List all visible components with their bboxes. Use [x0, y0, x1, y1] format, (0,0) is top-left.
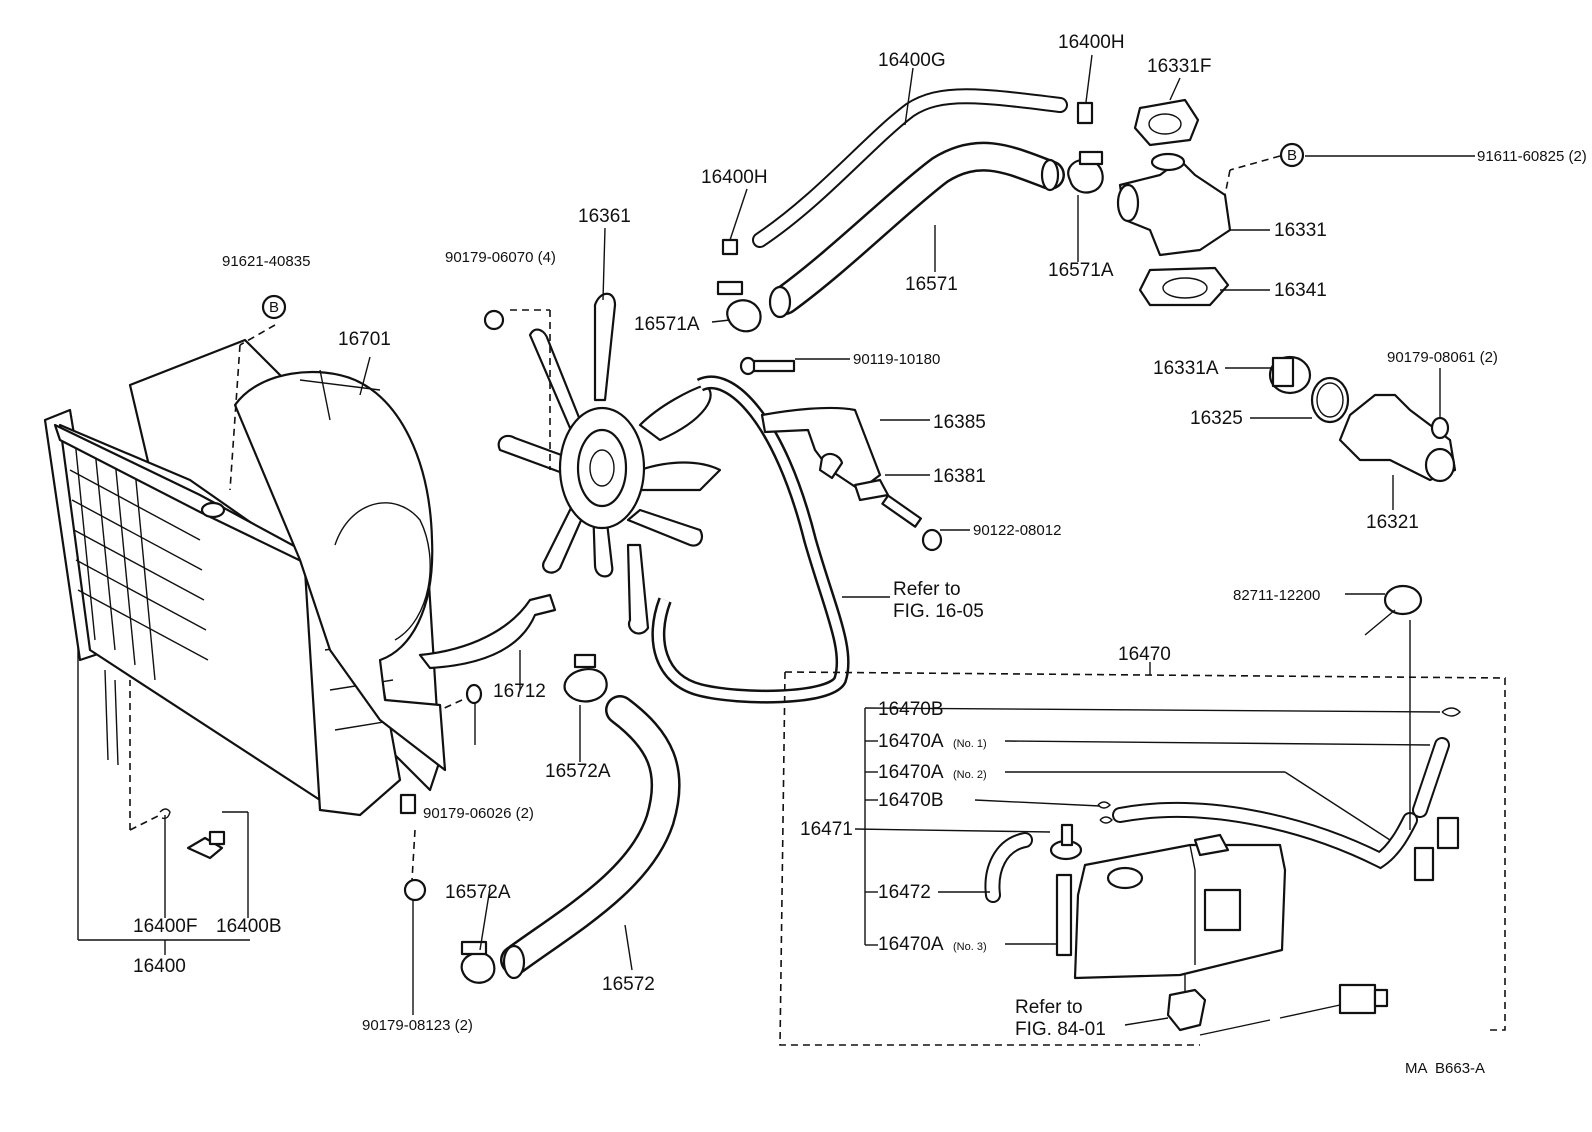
- label-no2: (No. 2): [953, 769, 987, 781]
- label-90179-06026: 90179-06026 (2): [423, 805, 534, 822]
- label-82711-12200: 82711-12200: [1233, 587, 1320, 604]
- label-16712: 16712: [493, 681, 546, 702]
- label-16341: 16341: [1274, 280, 1327, 301]
- bolt-90119-drawing: [739, 356, 796, 376]
- shroud-lower-drawing: [418, 593, 557, 670]
- label-90179-08123: 90179-08123 (2): [362, 1017, 473, 1034]
- label-91621-40835: 91621-40835: [222, 253, 310, 270]
- fan-shroud-drawing: [233, 369, 447, 772]
- label-16400F: 16400F: [133, 916, 197, 937]
- ref-b-circle-top: [1279, 142, 1305, 168]
- label-90119-10180: 90119-10180: [853, 351, 940, 368]
- nut-90179-06070-drawing: [483, 309, 505, 331]
- label-16321: 16321: [1366, 512, 1419, 533]
- label-refer-to-2: Refer to: [1015, 997, 1083, 1018]
- label-90122-08012: 90122-08012: [973, 522, 1061, 539]
- label-90179-08061: 90179-08061 (2): [1387, 349, 1498, 366]
- lower-hose-drawing: [460, 653, 681, 984]
- label-16572A-top: 16572A: [545, 761, 611, 782]
- label-16400H-left: 16400H: [701, 167, 768, 188]
- label-16572: 16572: [602, 974, 655, 995]
- label-no1: (No. 1): [953, 738, 987, 750]
- bracket-drawing: [760, 406, 943, 552]
- label-ref-b-left: B: [269, 299, 279, 316]
- label-90179-06070: 90179-06070 (4): [445, 249, 556, 266]
- nut-90179-08123-drawing: [403, 878, 427, 902]
- label-16331F: 16331F: [1147, 56, 1211, 77]
- label-16571A-left: 16571A: [634, 314, 700, 335]
- part-labels: 16400G 16400H 16331F B 91611-60825 (2) 1…: [133, 32, 1587, 1077]
- label-16470A-no3: 16470A: [878, 934, 944, 955]
- label-16472: 16472: [878, 882, 931, 903]
- label-16400G: 16400G: [878, 50, 946, 71]
- label-16400B: 16400B: [216, 916, 282, 937]
- upper-hoses-drawing: [716, 88, 1104, 333]
- label-16571A-right: 16571A: [1048, 260, 1114, 281]
- label-16470B-1: 16470B: [878, 699, 944, 720]
- label-16400H-top: 16400H: [1058, 32, 1125, 53]
- label-16701: 16701: [338, 329, 391, 350]
- label-fig-16-05: FIG. 16-05: [893, 601, 984, 622]
- label-refer-to-1: Refer to: [893, 579, 961, 600]
- label-16331: 16331: [1274, 220, 1327, 241]
- fan-drawing: [497, 292, 722, 635]
- label-16385: 16385: [933, 412, 986, 433]
- label-16572A-bottom: 16572A: [445, 882, 511, 903]
- label-91611-60825: 91611-60825 (2): [1477, 148, 1587, 165]
- label-ref-b-top: B: [1287, 147, 1297, 164]
- label-16470B-2: 16470B: [878, 790, 944, 811]
- label-16470: 16470: [1118, 644, 1171, 665]
- label-16470A-no1: 16470A: [878, 731, 944, 752]
- reservoir-assembly-drawing: [779, 671, 1506, 1046]
- label-16471: 16471: [800, 819, 853, 840]
- label-16571: 16571: [905, 274, 958, 295]
- label-fig-84-01: FIG. 84-01: [1015, 1019, 1106, 1040]
- label-16400: 16400: [133, 956, 186, 977]
- label-16470A-no2: 16470A: [878, 762, 944, 783]
- label-no3: (No. 3): [953, 941, 987, 953]
- label-diagram-code: MA B663-A: [1405, 1060, 1485, 1077]
- label-16381: 16381: [933, 466, 986, 487]
- label-16331A: 16331A: [1153, 358, 1219, 379]
- label-16325: 16325: [1190, 408, 1243, 429]
- leader-lines: [77, 54, 1475, 1026]
- water-outlet-drawing: [1116, 98, 1457, 483]
- label-16361: 16361: [578, 206, 631, 227]
- clamp-82711-drawing: [1364, 584, 1423, 636]
- nut-90179-06026-drawing: [465, 683, 483, 705]
- ref-b-circle-left: [261, 294, 287, 320]
